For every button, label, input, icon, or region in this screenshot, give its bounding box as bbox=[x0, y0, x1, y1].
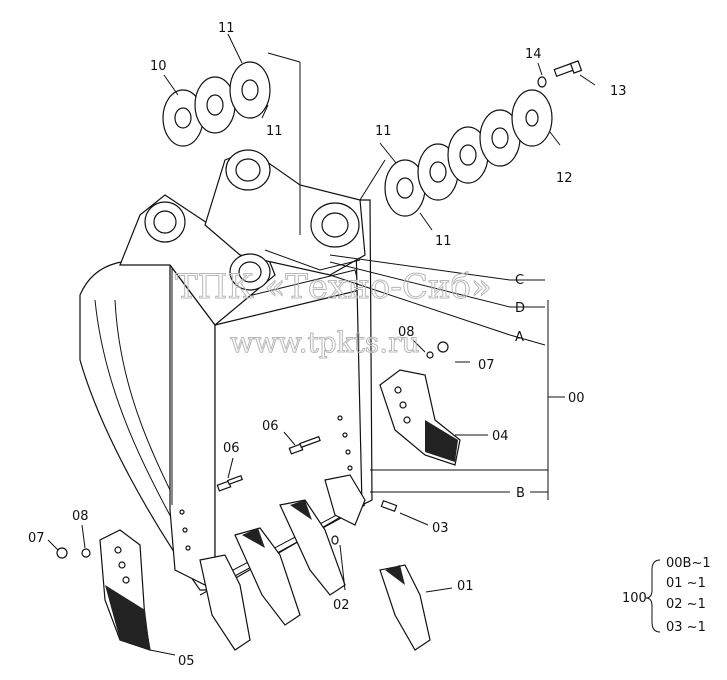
assembly-table: 100 00B~1 01 ~1 02 ~1 03 ~1 bbox=[622, 556, 711, 635]
shim-stack-left bbox=[162, 61, 271, 147]
watermark: ТПК «Техно-Сиб» www.tpkts.ru bbox=[175, 267, 493, 360]
callout-12: 12 bbox=[556, 171, 573, 186]
assembly-row: 00B~1 bbox=[666, 556, 711, 571]
callout-02: 02 bbox=[333, 598, 350, 613]
bolt-13 bbox=[537, 60, 583, 88]
callout-11-bottom: 11 bbox=[435, 234, 452, 249]
bucket-body bbox=[79, 199, 373, 596]
callout-11-left: 11 bbox=[266, 124, 283, 139]
watermark-line1: ТПК «Техно-Сиб» bbox=[175, 267, 492, 307]
callout-D: D bbox=[515, 301, 525, 316]
bucket-teeth bbox=[199, 474, 431, 651]
callout-11-mid: 11 bbox=[375, 124, 392, 139]
callout-04: 04 bbox=[492, 429, 509, 444]
assembly-row: 03 ~1 bbox=[666, 620, 706, 635]
callout-A: A bbox=[515, 330, 524, 345]
callout-11-top: 11 bbox=[218, 21, 235, 36]
leader-lines bbox=[47, 33, 596, 656]
callout-07-left: 07 bbox=[28, 531, 45, 546]
callout-05: 05 bbox=[178, 654, 195, 669]
callout-06-right: 06 bbox=[262, 419, 279, 434]
side-cutter-05 bbox=[99, 529, 151, 651]
callout-00: 00 bbox=[568, 391, 585, 406]
callout-07-right: 07 bbox=[478, 358, 495, 373]
hardware bbox=[56, 341, 449, 559]
callout-labels: 10 11 11 11 11 14 13 12 C D A 08 07 00 0… bbox=[28, 21, 627, 669]
callout-B: B bbox=[516, 486, 525, 501]
mounting-brackets bbox=[119, 149, 366, 326]
assembly-label: 100 bbox=[622, 591, 647, 606]
callout-03: 03 bbox=[432, 521, 449, 536]
callout-08-right: 08 bbox=[398, 325, 415, 340]
side-cutter-04 bbox=[379, 369, 461, 466]
shim-stack-right bbox=[384, 89, 553, 217]
assembly-row: 02 ~1 bbox=[666, 597, 706, 612]
callout-10: 10 bbox=[150, 59, 167, 74]
callout-14: 14 bbox=[525, 47, 542, 62]
assembly-row: 01 ~1 bbox=[666, 576, 706, 591]
callout-06-left: 06 bbox=[223, 441, 240, 456]
callout-01: 01 bbox=[457, 579, 474, 594]
callout-08-left: 08 bbox=[72, 509, 89, 524]
watermark-line2: www.tpkts.ru bbox=[230, 326, 420, 359]
callout-13: 13 bbox=[610, 84, 627, 99]
callout-C: C bbox=[515, 273, 524, 288]
